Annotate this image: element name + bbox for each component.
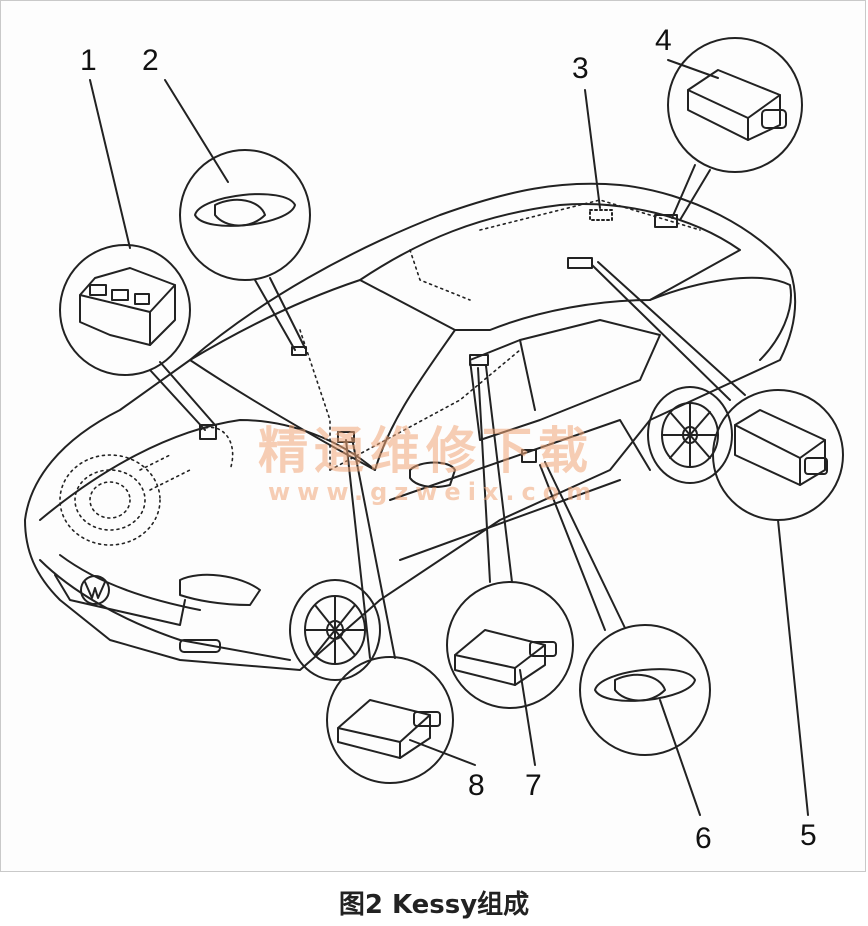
leader-1 <box>89 79 131 249</box>
component-4-location <box>654 214 678 228</box>
callout-number-8: 8 <box>468 769 485 802</box>
callout-number-7: 7 <box>525 769 542 802</box>
car-component-diagram: 精通维修下载 www.gzweix.com 1 2 3 4 5 6 7 8 <box>24 24 844 855</box>
callout-2-detail <box>179 149 311 351</box>
leader-4 <box>667 59 719 79</box>
callout-number-3: 3 <box>572 52 589 85</box>
callout-8-detail <box>326 437 476 784</box>
callout-number-6: 6 <box>695 822 712 855</box>
callout-number-4: 4 <box>655 24 672 57</box>
component-2-location <box>291 346 307 356</box>
component-6-location <box>521 449 537 463</box>
component-3-location <box>589 209 613 221</box>
component-7-location <box>469 354 489 366</box>
callout-1-detail <box>59 244 216 431</box>
car-body <box>24 182 797 681</box>
callout-number-5: 5 <box>800 819 817 852</box>
callout-4-detail <box>667 37 803 221</box>
callout-number-2: 2 <box>142 44 159 77</box>
component-1-location <box>199 424 217 440</box>
callout-number-1: 1 <box>80 44 97 77</box>
callout-5-detail <box>591 261 844 816</box>
watermark-line2: www.gzweix.com <box>268 478 598 506</box>
leader-2 <box>164 79 229 183</box>
callout-6-detail <box>539 461 711 816</box>
figure-caption: 图2 Kessy组成 <box>338 890 530 920</box>
leader-3 <box>584 89 601 209</box>
watermark-line1: 精通维修下载 <box>258 422 594 480</box>
interior-dotted-lines <box>59 199 701 546</box>
callout-7-detail <box>446 365 574 766</box>
component-5-location <box>567 257 593 269</box>
